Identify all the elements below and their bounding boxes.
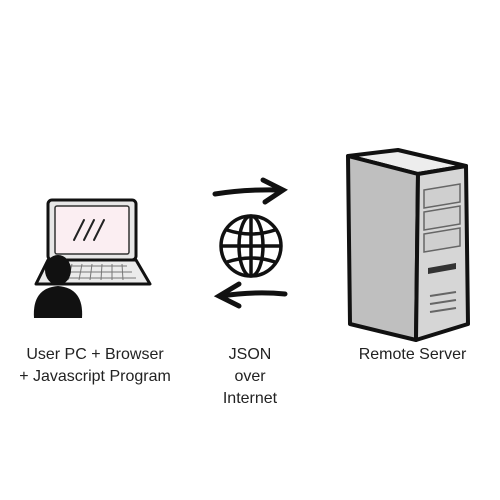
- arrow-right-icon: [212, 177, 288, 205]
- user-icon: [33, 255, 83, 318]
- user-shoulders: [33, 286, 83, 318]
- server-tower-icon: [346, 148, 470, 342]
- power-slot: [428, 263, 456, 274]
- transport-label: JSON over Internet: [222, 346, 278, 407]
- server-label: Remote Server: [358, 346, 467, 363]
- user-head: [45, 255, 71, 285]
- client-label: User PC + Browser + Javascript Program: [19, 346, 171, 385]
- vent-grille: [429, 291, 457, 313]
- globe-icon: [219, 214, 283, 278]
- laptop-screen: [54, 205, 130, 255]
- arrow-left-icon: [213, 281, 288, 309]
- globe-arrows-icon: [212, 177, 288, 309]
- laptop-user-icon: [33, 198, 152, 318]
- server-side: [346, 154, 420, 342]
- drive-bays: [423, 183, 461, 253]
